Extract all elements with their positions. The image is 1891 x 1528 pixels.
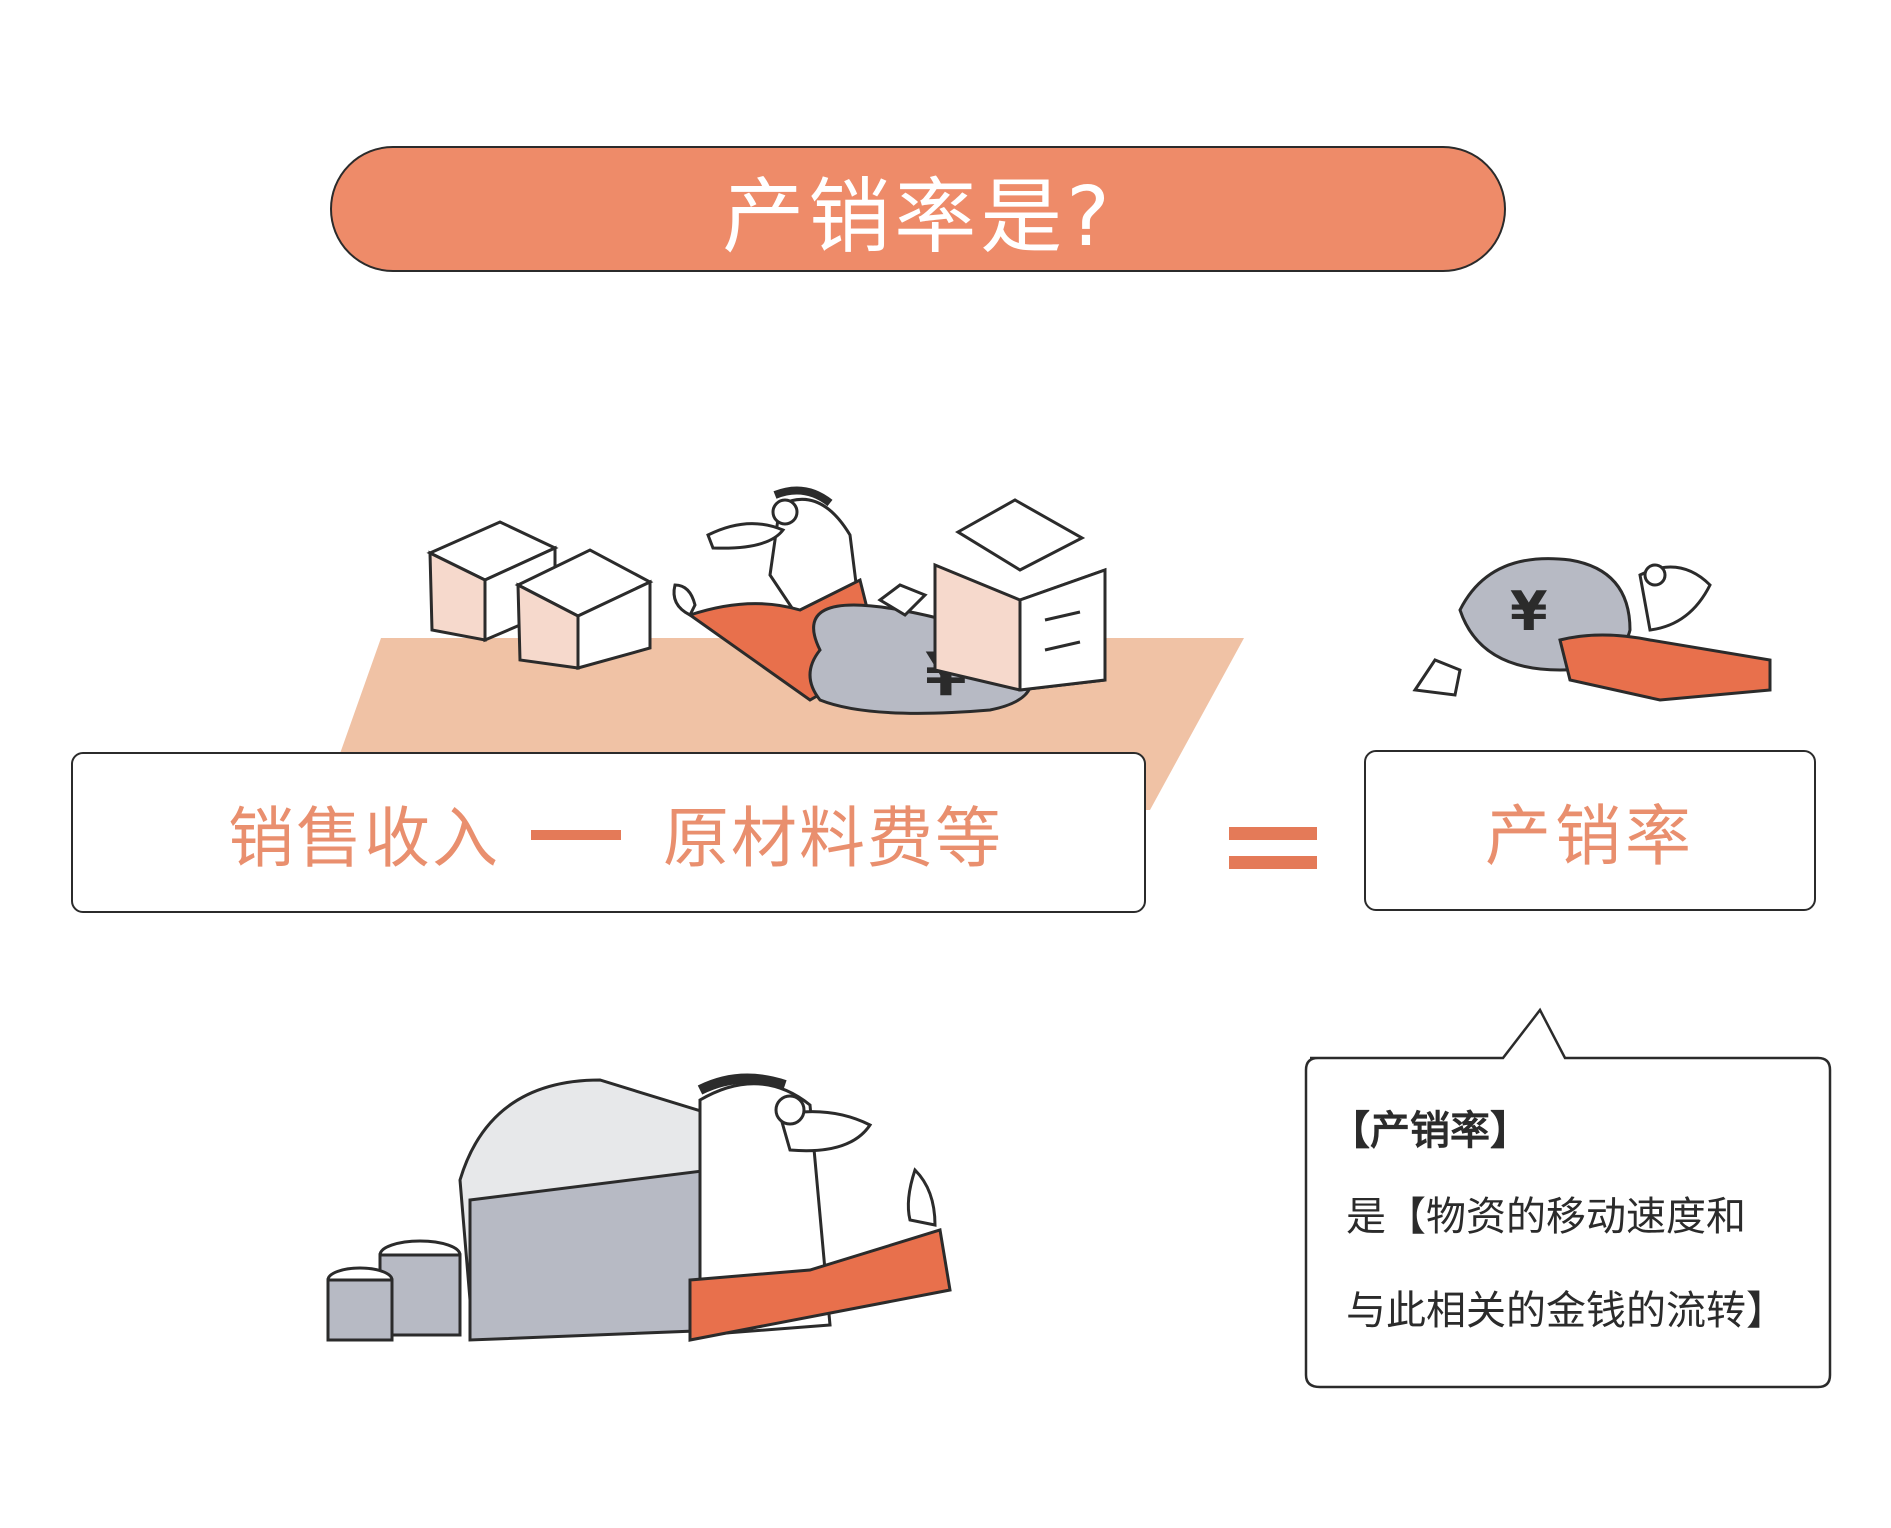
businessman-figure (688, 1073, 952, 1342)
formula-term-costs: 原材料费等 (663, 799, 1003, 877)
minus-sign (531, 830, 621, 840)
man-with-bag-figure (1412, 557, 1772, 702)
speech-bubble (1304, 1007, 1832, 1389)
page-title: 产销率是? (722, 169, 1114, 265)
definition-line-2: 与此相关的金钱的流转】 (1346, 1288, 1786, 1334)
result-box: 产销率 (1364, 750, 1816, 911)
yen-symbol-icon: ¥ (1510, 580, 1548, 643)
equals-sign-bottom (1229, 856, 1317, 869)
formula-box: 销售收入 原材料费等 (71, 752, 1146, 913)
formula-term-sales: 销售收入 (228, 799, 500, 877)
definition-heading: 【产销率】 (1330, 1108, 1530, 1154)
result-label: 产销率 (1485, 797, 1695, 875)
definition-line-1: 是【物资的移动速度和 (1346, 1194, 1746, 1240)
definition-bubble-text: 【产销率】 是【物资的移动速度和 与此相关的金钱的流转】 (1330, 1098, 1820, 1372)
box-icon (514, 548, 654, 670)
building-icon (933, 498, 1107, 692)
title-banner: 产销率是? (330, 146, 1506, 272)
equals-sign-top (1229, 827, 1317, 840)
money-stack-icon (326, 1078, 732, 1342)
